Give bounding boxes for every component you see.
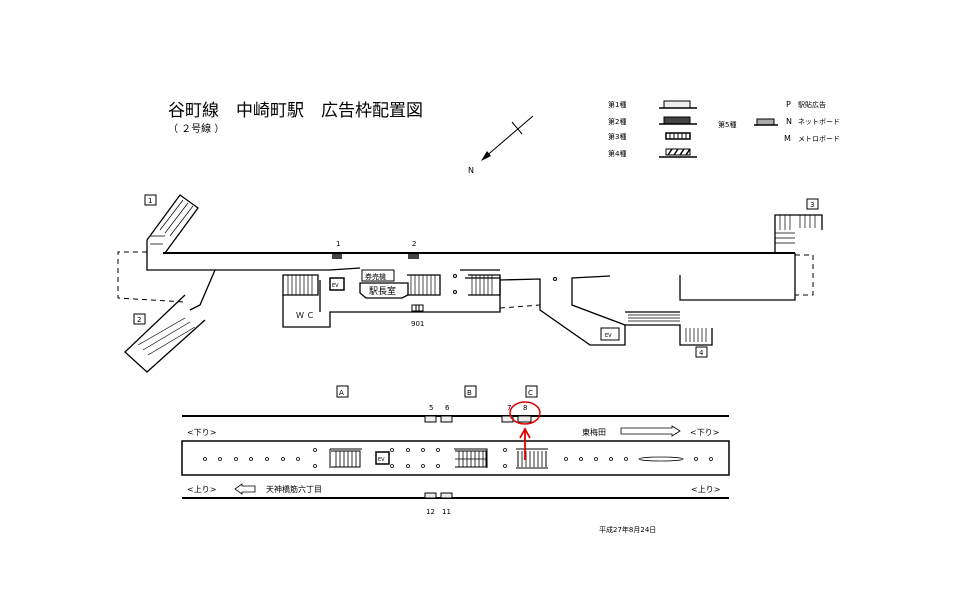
legend-type4-label: 第4種 [608, 149, 626, 158]
section-badge-a: A [336, 385, 349, 398]
legend-type3-label: 第3種 [608, 132, 626, 141]
legend-code-n: N [786, 117, 792, 126]
up-destination: 天神橋筋六丁目 [266, 484, 322, 494]
concourse-ev-label: EV [332, 283, 339, 289]
legend-code-p-label: 駅貼広告 [798, 100, 826, 109]
concourse-ev2-label: EV [605, 333, 612, 339]
legend-code-m: M [784, 134, 791, 143]
ad-frame-6 [440, 415, 453, 423]
legend-type4-swatch [659, 148, 697, 158]
legend-code-p: P [786, 100, 791, 109]
arrow-left-icon [234, 483, 256, 495]
concourse-ad-901: 901 [411, 320, 424, 328]
svg-text:A: A [339, 389, 344, 397]
ad-frame-12 [424, 492, 437, 499]
section-badge-c: C [525, 385, 538, 398]
north-label: N [468, 166, 474, 175]
exit-badge-1: 1 [144, 194, 157, 206]
north-arrow-icon [481, 115, 534, 161]
legend-type2-swatch [663, 116, 691, 125]
concourse-ad-2: 2 [412, 240, 416, 248]
legend: 第1種 第2種 第3種 第4種 第5種 P 駅貼広告 N ネットボード M メト… [608, 100, 840, 158]
platform-ev-label: EV [378, 457, 385, 463]
down-label-left: <下り> [187, 428, 216, 437]
svg-text:B: B [467, 389, 472, 397]
platform-ad-5: 5 [429, 404, 433, 412]
legend-type5-swatch [756, 118, 775, 126]
station-office-label: 駅長室 [369, 285, 396, 297]
arrow-right-icon [620, 425, 681, 437]
down-destination: 東梅田 [582, 427, 606, 437]
ad-frame-8 [517, 415, 532, 423]
platform-ad-7: 7 [507, 404, 511, 412]
ticket-machine-label: 券売機 [365, 272, 386, 281]
page-title: 谷町線 中崎町駅 広告枠配置図 [168, 101, 423, 121]
svg-text:3: 3 [810, 201, 814, 209]
legend-type5-label: 第5種 [718, 120, 736, 129]
line-subtitle: （ ２号線 ） [168, 122, 224, 135]
svg-text:4: 4 [699, 349, 704, 357]
legend-code-n-label: ネットボード [798, 118, 840, 126]
legend-code-m-label: メトロボード [798, 135, 840, 143]
svg-text:1: 1 [148, 197, 152, 205]
wc-label: Ｗ Ｃ [296, 311, 315, 320]
platform-ad-6: 6 [445, 404, 450, 412]
up-label-right: <上り> [691, 485, 720, 494]
platform-ad-11: 11 [442, 508, 451, 516]
concourse-ad-1: 1 [336, 240, 340, 248]
exit-badge-4: 4 [695, 346, 708, 358]
platform-ad-8: 8 [523, 404, 527, 412]
platform-ad-12: 12 [426, 508, 435, 516]
svg-text:C: C [528, 389, 533, 397]
down-label-right: <下り> [690, 428, 719, 437]
legend-type1-label: 第1種 [608, 100, 626, 109]
highlight-circle [509, 401, 541, 425]
up-label-left: <上り> [187, 485, 216, 494]
ad-frame-5 [424, 415, 437, 423]
section-badge-b: B [464, 385, 477, 398]
exit-badge-3: 3 [806, 198, 819, 210]
legend-type2-label: 第2種 [608, 117, 626, 126]
legend-type1-swatch [663, 100, 691, 109]
legend-type3-swatch [665, 132, 691, 140]
highlight-arrow-icon [519, 427, 531, 460]
svg-text:2: 2 [137, 316, 141, 324]
concourse-plan: Ｗ Ｃ EV 券売機 駅長室 EV [117, 194, 823, 373]
platform-island [181, 440, 730, 476]
ad-frame-11 [440, 492, 453, 499]
date-label: 平成27年8月24日 [599, 525, 656, 534]
exit-badge-2: 2 [133, 313, 146, 325]
